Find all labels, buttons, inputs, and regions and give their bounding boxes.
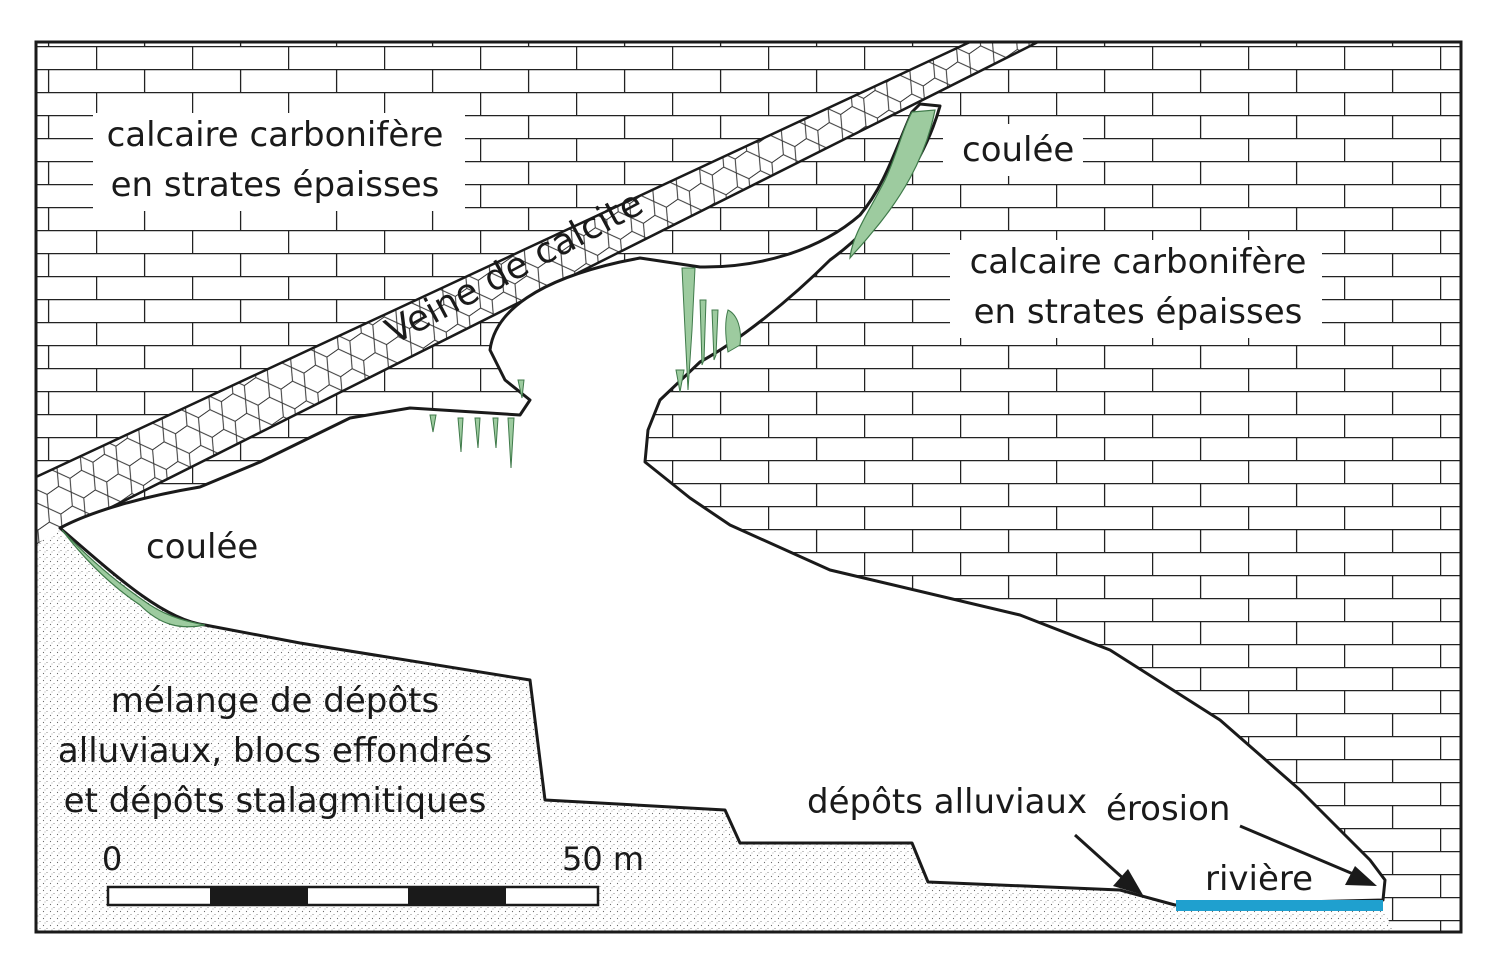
scale-label-start: 0: [102, 840, 122, 878]
label-melange-line3: et dépôts stalagmitiques: [64, 781, 487, 821]
scale-bar: 0 50 m: [102, 840, 644, 907]
label-melange-line1: mélange de dépôts: [111, 681, 439, 721]
sediment-deposits: [36, 528, 1395, 932]
label-coulee-left: coulée: [146, 527, 258, 567]
label-coulee-top: coulée: [962, 130, 1074, 170]
label-erosion: érosion: [1106, 789, 1230, 829]
river: [1176, 900, 1383, 911]
diagram-frame: [34, 40, 1463, 934]
flowstone-left: [61, 529, 206, 628]
label-melange-line2: alluviaux, blocs effondrés: [58, 731, 492, 771]
flowstone-top: [849, 109, 936, 260]
label-calcaire-left-line2: en strates épaisses: [111, 165, 440, 205]
label-backdrop-right: [950, 240, 1322, 338]
label-depots-alluviaux: dépôts alluviaux: [807, 782, 1087, 822]
scale-label-end: 50 m: [562, 840, 644, 878]
label-calcaire-right-line1: calcaire carbonifère: [970, 242, 1307, 282]
label-calcaire-right-line2: en strates épaisses: [974, 292, 1303, 332]
stalactites-center: [675, 267, 741, 393]
stalactites-left: [429, 379, 525, 469]
label-backdrop-left: [93, 113, 465, 211]
arrow-depots-alluviaux: [1073, 833, 1143, 895]
label-calcaire-left-line1: calcaire carbonifère: [107, 115, 444, 155]
cave-gallery: [58, 102, 1387, 907]
label-riviere: rivière: [1205, 859, 1313, 899]
label-backdrop-coulee-top: [943, 124, 1083, 176]
arrow-erosion: [1239, 824, 1377, 886]
